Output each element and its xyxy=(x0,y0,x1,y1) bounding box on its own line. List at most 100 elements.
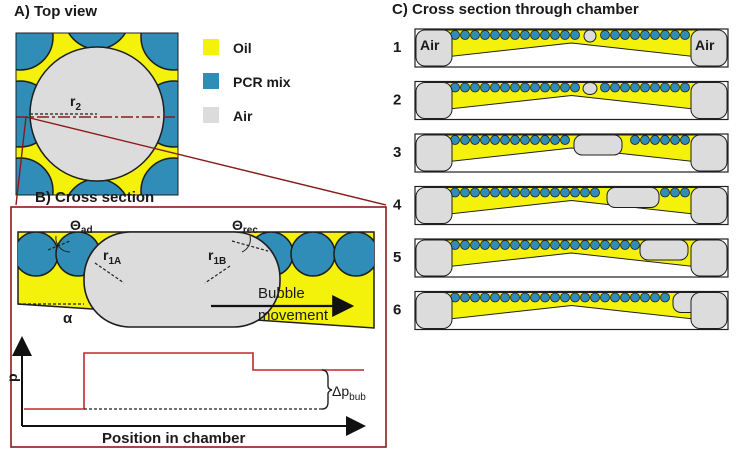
cross-section xyxy=(17,231,375,329)
pcr-droplet xyxy=(570,240,580,250)
row-number: 3 xyxy=(393,144,401,161)
pcr-droplet xyxy=(540,292,550,303)
panel-b-title: B) Cross section xyxy=(35,189,154,206)
legend: Oil PCR mix Air xyxy=(203,39,291,124)
pcr-droplet xyxy=(530,187,540,198)
air-reservoir-right xyxy=(690,239,728,277)
pcr-droplet xyxy=(650,135,660,145)
pcr-droplet xyxy=(550,240,560,250)
chamber-row: 4 xyxy=(393,185,729,226)
pressure-plot xyxy=(11,336,366,436)
pcr-droplet xyxy=(610,82,620,93)
row-number: 6 xyxy=(393,302,401,319)
pcr-droplet xyxy=(490,292,500,303)
pcr-droplet xyxy=(670,135,680,145)
pcr-droplet xyxy=(660,187,670,198)
chamber-row: 2 xyxy=(393,80,729,121)
pcr-droplet xyxy=(500,30,510,40)
pcr-droplet xyxy=(590,292,600,303)
pcr-droplet xyxy=(570,82,580,93)
legend-swatch-air xyxy=(203,107,219,123)
pcr-droplet xyxy=(650,30,660,40)
pcr-droplet xyxy=(480,292,490,303)
movement-label: movement xyxy=(258,307,329,324)
r1b-label: r1B xyxy=(208,247,226,267)
pcr-droplet xyxy=(600,30,610,40)
theta-rec-label: Θrec xyxy=(232,217,258,236)
delta-p-label: Δpbub xyxy=(332,383,366,403)
pcr-droplet xyxy=(490,240,500,250)
pcr-droplet xyxy=(550,135,560,145)
pcr-droplet xyxy=(660,135,670,145)
pcr-droplet xyxy=(470,82,480,93)
pcr-droplet xyxy=(670,82,680,93)
pcr-droplet xyxy=(510,292,520,303)
pcr-droplet xyxy=(540,135,550,145)
pcr-droplet xyxy=(600,292,610,303)
pcr-droplet xyxy=(560,82,570,93)
pcr-droplet xyxy=(620,292,630,303)
pcr-droplet xyxy=(470,292,480,303)
air-reservoir-right xyxy=(690,187,728,224)
air-bubble-side xyxy=(83,231,281,328)
bubble-label: Bubble xyxy=(258,285,305,302)
theta-ad-label: Θad xyxy=(70,217,93,236)
pcr-droplet xyxy=(650,82,660,93)
pcr-droplet xyxy=(630,292,640,303)
pcr-droplet xyxy=(590,240,600,250)
pcr-droplet xyxy=(500,135,510,145)
pcr-droplet xyxy=(490,30,500,40)
pcr-droplet xyxy=(480,30,490,40)
air-reservoir-right xyxy=(690,29,728,67)
pcr-droplet xyxy=(580,187,590,198)
pcr-droplet xyxy=(550,292,560,303)
pcr-droplet xyxy=(580,240,590,250)
pcr-droplet xyxy=(470,30,480,40)
pcr-droplet xyxy=(630,135,640,145)
pcr-droplet xyxy=(620,30,630,40)
air-reservoir-left xyxy=(415,292,453,329)
pcr-droplet xyxy=(670,30,680,40)
legend-swatch-pcr xyxy=(203,73,219,89)
pressure-trace xyxy=(24,352,364,410)
pcr-droplet xyxy=(650,292,660,303)
pcr-droplet xyxy=(460,82,470,93)
pcr-droplet xyxy=(480,135,490,145)
pcr-droplet xyxy=(680,187,690,198)
pcr-droplet xyxy=(470,240,480,250)
pcr-droplet xyxy=(460,135,470,145)
pcr-droplet xyxy=(460,187,470,198)
pcr-droplet xyxy=(530,135,540,145)
pcr-droplet xyxy=(560,292,570,303)
legend-swatch-oil xyxy=(203,39,219,55)
panel-c-title: C) Cross section through chamber xyxy=(392,1,639,18)
pcr-droplet xyxy=(550,82,560,93)
top-view-border xyxy=(15,32,179,196)
pcr-droplet xyxy=(520,30,530,40)
pcr-droplet xyxy=(560,240,570,250)
top-view xyxy=(16,33,178,195)
pcr-droplet xyxy=(540,30,550,40)
pcr-droplet xyxy=(530,82,540,93)
air-reservoir-right xyxy=(690,82,728,119)
pcr-droplet xyxy=(680,135,690,145)
air-reservoir-right xyxy=(690,134,728,172)
pcr-droplet xyxy=(660,292,670,303)
pcr-droplet xyxy=(570,30,580,40)
air-reservoir-right xyxy=(690,292,728,329)
pcr-droplet xyxy=(550,30,560,40)
pcr-droplet xyxy=(620,240,630,250)
pcr-droplet xyxy=(510,30,520,40)
pcr-droplet xyxy=(510,187,520,198)
pcr-droplet xyxy=(550,187,560,198)
theta-rec-tangent xyxy=(231,240,269,252)
theta-ad-tangent xyxy=(47,240,71,251)
air-left-label: Air xyxy=(420,37,440,53)
pcr-droplet xyxy=(460,240,470,250)
air-bubble xyxy=(573,134,623,156)
zoom-line-right xyxy=(25,116,387,206)
pcr-droplet xyxy=(480,187,490,198)
pcr-droplet xyxy=(640,135,650,145)
